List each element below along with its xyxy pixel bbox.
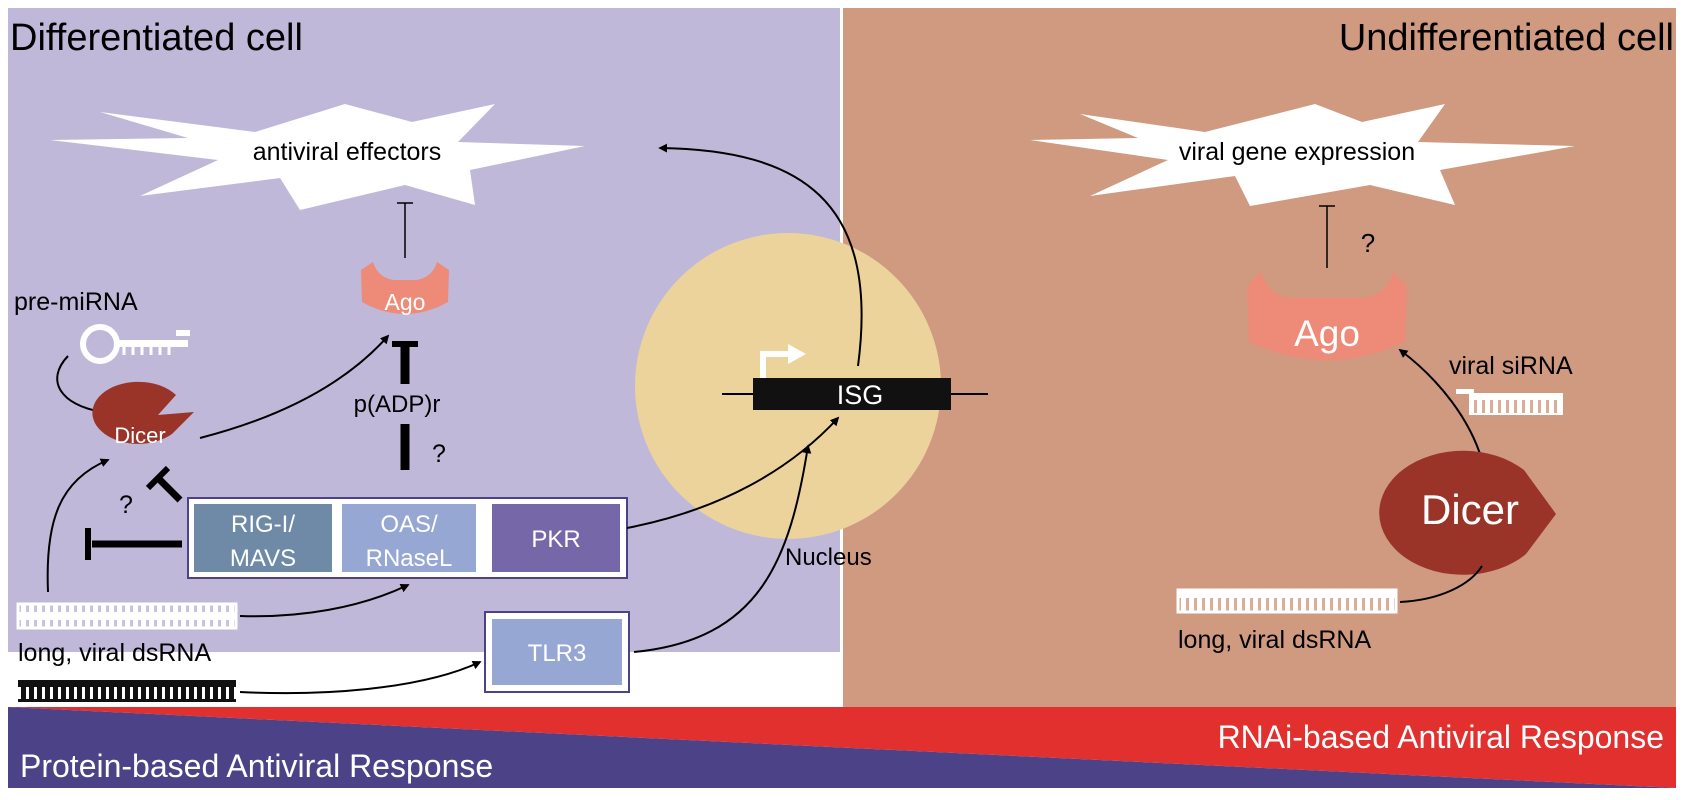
protein-response-label: Protein-based Antiviral Response bbox=[20, 748, 493, 784]
right-panel-title: Undifferentiated cell bbox=[1339, 17, 1674, 59]
oas-label-line1: OAS/ bbox=[380, 511, 438, 538]
viral-sirna-label: viral siRNA bbox=[1449, 352, 1573, 380]
pre-mirna-label: pre-miRNA bbox=[14, 288, 138, 316]
dicer-question-mark: ? bbox=[119, 491, 133, 519]
dsrna-black-left bbox=[18, 680, 236, 702]
dsrna-label-right: long, viral dsRNA bbox=[1178, 626, 1371, 654]
antiviral-effectors-label: antiviral effectors bbox=[253, 138, 442, 166]
padpr-question-mark: ? bbox=[432, 440, 446, 468]
pre-mirna-overhang bbox=[176, 330, 190, 336]
ago-question-mark-right: ? bbox=[1361, 228, 1375, 258]
dsrna-white-left bbox=[16, 602, 238, 630]
rig-i-mavs-box bbox=[194, 504, 332, 572]
padpr-label: p(ADP)r bbox=[354, 391, 441, 418]
pkr-label: PKR bbox=[531, 526, 580, 553]
pre-mirna-stem-rungs bbox=[122, 347, 171, 355]
rig-i-label-line1: RIG-I/ bbox=[231, 511, 295, 538]
isg-gene-box bbox=[753, 378, 951, 410]
arrow-premirna-to-dicer bbox=[56, 355, 104, 416]
dsrna-label-left: long, viral dsRNA bbox=[18, 639, 211, 667]
tlr3-box bbox=[492, 619, 622, 685]
arrow-tlr3-to-isg bbox=[633, 444, 812, 653]
isg-promoter-arrowhead bbox=[788, 344, 806, 364]
rig-inhibits-dicer-line bbox=[155, 475, 183, 503]
viral-gene-expression-burst bbox=[1030, 104, 1575, 206]
arrow-dsrna-to-dicer bbox=[46, 458, 110, 593]
arrow-dicer-to-ago bbox=[199, 334, 390, 439]
dsrna-white-right bbox=[1176, 588, 1398, 614]
isg-label: ISG bbox=[837, 380, 884, 410]
nucleus-label: Nucleus bbox=[785, 544, 872, 571]
dicer-label-left: Dicer bbox=[114, 423, 165, 448]
viral-sirna-strand bbox=[1469, 393, 1563, 415]
ago-label-right: Ago bbox=[1294, 313, 1360, 354]
ago-shape-right bbox=[1247, 272, 1407, 360]
oas-label-line2: RNaseL bbox=[366, 545, 453, 572]
arrow-dsrna-to-tlr3 bbox=[239, 660, 482, 695]
arrow-isg-to-effectors bbox=[658, 143, 863, 367]
arrow-dsrna-to-oas bbox=[239, 584, 410, 618]
arrow-pkr-to-isg bbox=[626, 416, 840, 529]
rig-i-label-line2: MAVS bbox=[230, 545, 296, 572]
arrow-dsrna-to-dicer-right bbox=[1399, 565, 1483, 603]
viral-sirna-overhang bbox=[1456, 389, 1474, 394]
dicer-shape-right bbox=[1379, 450, 1556, 575]
oas-rnasel-box bbox=[342, 504, 476, 572]
viral-gene-expression-label: viral gene expression bbox=[1179, 138, 1415, 166]
pre-mirna-stem bbox=[116, 340, 188, 347]
protein-band bbox=[8, 707, 1676, 788]
pkr-box bbox=[492, 504, 620, 572]
arrow-dicer-to-ago-right bbox=[1398, 348, 1483, 461]
dicer-shape-left bbox=[92, 381, 194, 444]
dicer-label-right: Dicer bbox=[1421, 486, 1519, 533]
tlr3-label: TLR3 bbox=[528, 640, 587, 667]
rnai-response-label: RNAi-based Antiviral Response bbox=[1218, 719, 1664, 755]
ago-shape-left bbox=[361, 262, 449, 314]
rig-inhibits-dicer-bar bbox=[145, 465, 171, 491]
ago-label-left: Ago bbox=[385, 289, 426, 315]
antiviral-effectors-burst bbox=[50, 104, 585, 210]
left-panel-title: Differentiated cell bbox=[10, 17, 303, 59]
isg-promoter-arrow bbox=[760, 351, 790, 378]
